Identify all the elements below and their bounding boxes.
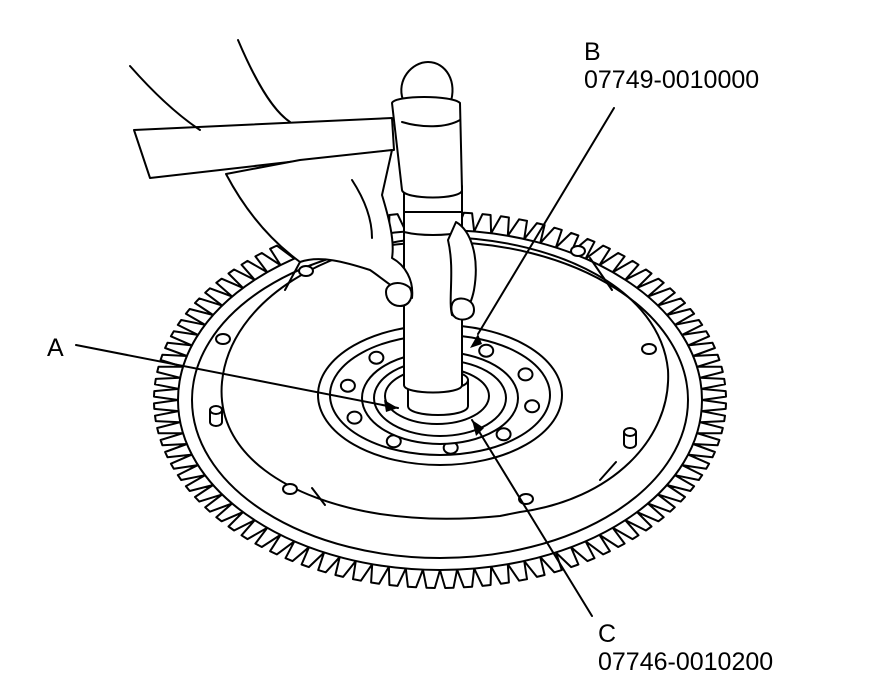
hub-bolt-hole (478, 343, 495, 358)
hub-bolt-hole (524, 399, 541, 414)
hub-bolt-hole (368, 350, 385, 365)
hub-bolt-hole (346, 410, 363, 425)
callout-c-part-number: 07746-0010200 (598, 648, 774, 676)
hub-bolt-hole (517, 367, 534, 382)
leader-c (471, 419, 593, 617)
hub-bolt-hole (339, 378, 356, 393)
callout-b-label: B (584, 38, 601, 66)
callout-a-label: A (47, 334, 64, 362)
leader-lines (75, 107, 615, 617)
callout-b-part-number: 07749-0010000 (584, 66, 760, 94)
hammer (133, 61, 463, 199)
hub-bolt-hole (495, 427, 512, 442)
leader-b (477, 107, 615, 335)
leader-a (75, 344, 399, 409)
driver-shaft (403, 185, 463, 394)
hand (129, 39, 477, 321)
flywheel-holes (209, 245, 657, 505)
callout-c-label: C (598, 620, 617, 648)
